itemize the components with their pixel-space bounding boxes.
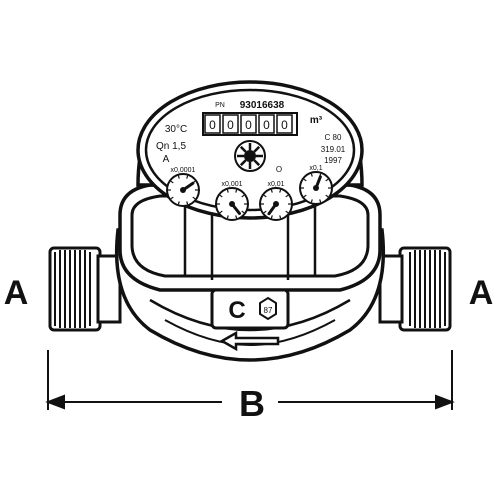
flow-rating-label: Qn 1,5 xyxy=(156,141,186,152)
unit-label: m³ xyxy=(310,115,323,126)
dial-label: x0,01 xyxy=(267,181,284,188)
rotor-tooth xyxy=(239,159,247,167)
dial-label: x0,001 xyxy=(221,181,242,188)
dial-tick xyxy=(241,194,245,198)
serial-prefix: PN xyxy=(215,102,225,109)
rotor-tooth xyxy=(239,145,247,153)
dial-hub xyxy=(313,185,319,191)
dial-label: x0,0001 xyxy=(171,167,196,174)
dial-tick xyxy=(310,173,313,177)
dial-tick xyxy=(303,194,307,198)
dial-tick xyxy=(263,210,267,214)
register-digit-window xyxy=(204,114,221,134)
dial-tick xyxy=(186,175,189,179)
dial-tick xyxy=(177,201,180,205)
body-nameplate: C 87 xyxy=(210,288,290,330)
register-digit: 0 xyxy=(281,118,288,132)
rotor-star-icon xyxy=(234,140,266,172)
register-digit-window xyxy=(222,114,239,134)
register-digit: 0 xyxy=(227,118,234,132)
dial-tick xyxy=(177,175,180,179)
dial-tick xyxy=(219,194,223,198)
temperature-label: 30°C xyxy=(165,124,187,135)
register-digit-window xyxy=(258,114,275,134)
dial-hub xyxy=(180,187,186,193)
approval-mark-2: 319.01 xyxy=(321,145,346,154)
rotor-mark: O xyxy=(276,165,282,174)
right-threaded-connector xyxy=(378,246,452,332)
dial-tick xyxy=(319,199,322,203)
dimension-label-a-left: A xyxy=(4,274,29,312)
dial-tick xyxy=(270,215,273,219)
arrowhead-left-icon xyxy=(45,394,65,410)
dimension-label-b: B xyxy=(239,383,265,424)
hex-mark-icon xyxy=(259,296,277,321)
dial-tick xyxy=(285,210,289,214)
flow-direction-arrow-icon xyxy=(219,330,280,352)
dial-tick xyxy=(325,194,329,198)
left-threaded-connector xyxy=(48,246,122,332)
dial-label: x0,1 xyxy=(309,165,322,172)
dimension-line-b xyxy=(45,350,455,410)
arrowhead-right-icon xyxy=(435,394,455,410)
register-digit: 0 xyxy=(263,118,270,132)
serial-number: 93016638 xyxy=(240,100,285,111)
class-letter-label: A xyxy=(163,154,170,165)
dial-tick xyxy=(310,199,313,203)
dial-tick xyxy=(279,215,282,219)
approval-mark-1: C 80 xyxy=(325,133,342,142)
dial-tick xyxy=(325,178,329,182)
hex-mark-number: 87 xyxy=(264,306,273,315)
dial-hub xyxy=(229,201,235,207)
dial-tick xyxy=(170,196,174,200)
dial-hub xyxy=(273,201,279,207)
dial-tick xyxy=(235,189,238,193)
register-digit: 0 xyxy=(209,118,216,132)
year-label: 1997 xyxy=(324,156,342,165)
rotor-tooth xyxy=(253,145,261,153)
dial-tick xyxy=(270,189,273,193)
register-digit: 0 xyxy=(245,118,252,132)
dial-tick xyxy=(226,215,229,219)
dial-tick xyxy=(241,210,245,214)
dial-tick xyxy=(235,215,238,219)
dial-tick xyxy=(219,210,223,214)
dial-tick xyxy=(186,201,189,205)
dial-tick xyxy=(192,196,196,200)
rotor-tooth xyxy=(253,159,261,167)
dial-tick xyxy=(226,189,229,193)
dial-tick xyxy=(279,189,282,193)
register-digit-window xyxy=(276,114,293,134)
dimension-label-a-right: A xyxy=(469,274,494,312)
register-digit-window xyxy=(240,114,257,134)
dial-tick xyxy=(263,194,267,198)
dial-tick xyxy=(303,178,307,182)
dial-tick xyxy=(285,194,289,198)
class-mark: C xyxy=(228,297,245,324)
dial-tick xyxy=(170,180,174,184)
